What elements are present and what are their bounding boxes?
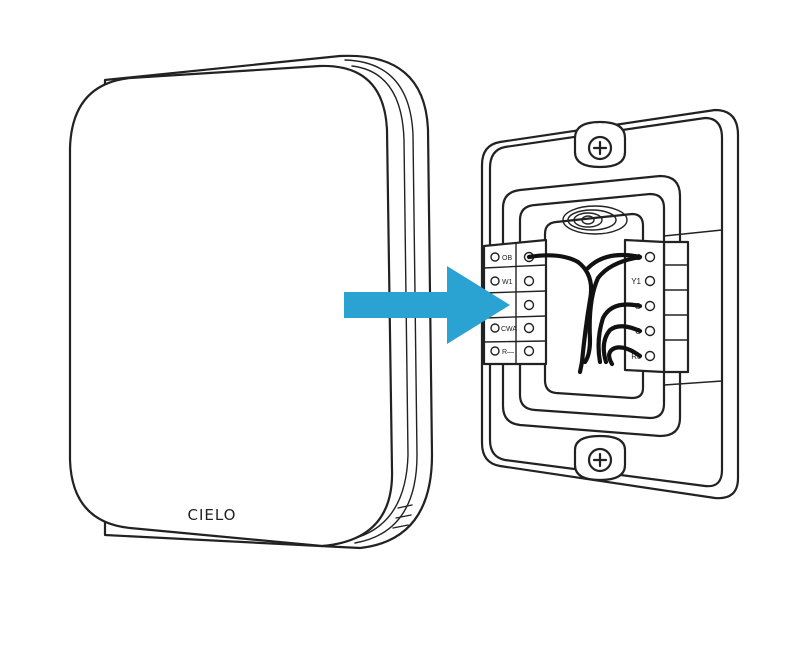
- wall-plate: [480, 108, 740, 500]
- terminal-screw: [523, 299, 535, 311]
- wire: [601, 324, 643, 365]
- thermostat-device: CIELO: [68, 54, 434, 550]
- wire: [607, 345, 643, 367]
- thermostat-front-face: [68, 64, 394, 548]
- conduit-hole: [562, 205, 628, 235]
- wire: [596, 302, 643, 365]
- terminal-screw: [490, 252, 500, 262]
- terminal-screw: [490, 346, 500, 356]
- terminal-screw: [490, 276, 500, 286]
- wire: [577, 359, 585, 375]
- terminal-label-cwa: CWA: [501, 326, 517, 333]
- terminal-label-w1: W1: [502, 279, 513, 286]
- terminal-screw: [644, 300, 656, 312]
- wire: [582, 254, 643, 365]
- left-terminal-block: [482, 238, 548, 366]
- vent-slot: [397, 504, 413, 509]
- terminal-screw: [644, 275, 656, 287]
- terminal-label-y1: Y1: [631, 277, 641, 286]
- terminal-screw: [523, 322, 535, 334]
- terminal-screw: [490, 323, 500, 333]
- install-direction-arrow-icon: [344, 266, 510, 344]
- right-rail: [662, 240, 690, 374]
- right-terminal-screws: [644, 251, 656, 362]
- brand-logo: CIELO: [187, 506, 236, 524]
- wire: [526, 253, 594, 365]
- bottom-screw-tab: [573, 434, 627, 482]
- terminal-screw: [644, 350, 656, 362]
- top-screw-tab: [573, 120, 627, 169]
- terminal-label-rc: Rc: [631, 352, 641, 361]
- terminal-screw: [523, 275, 535, 287]
- vent-slot: [392, 524, 409, 529]
- vent-slot: [395, 514, 412, 519]
- thermostat-wires: [526, 252, 643, 375]
- wire: [585, 252, 643, 271]
- terminal-label-r: R—: [502, 349, 514, 356]
- terminal-label-ob: OB: [502, 255, 512, 262]
- terminal-screw: [523, 345, 535, 357]
- left-terminal-labels: OB W1 CWA R—: [501, 255, 517, 356]
- terminal-screw: [644, 251, 656, 263]
- terminal-screw: [644, 325, 656, 337]
